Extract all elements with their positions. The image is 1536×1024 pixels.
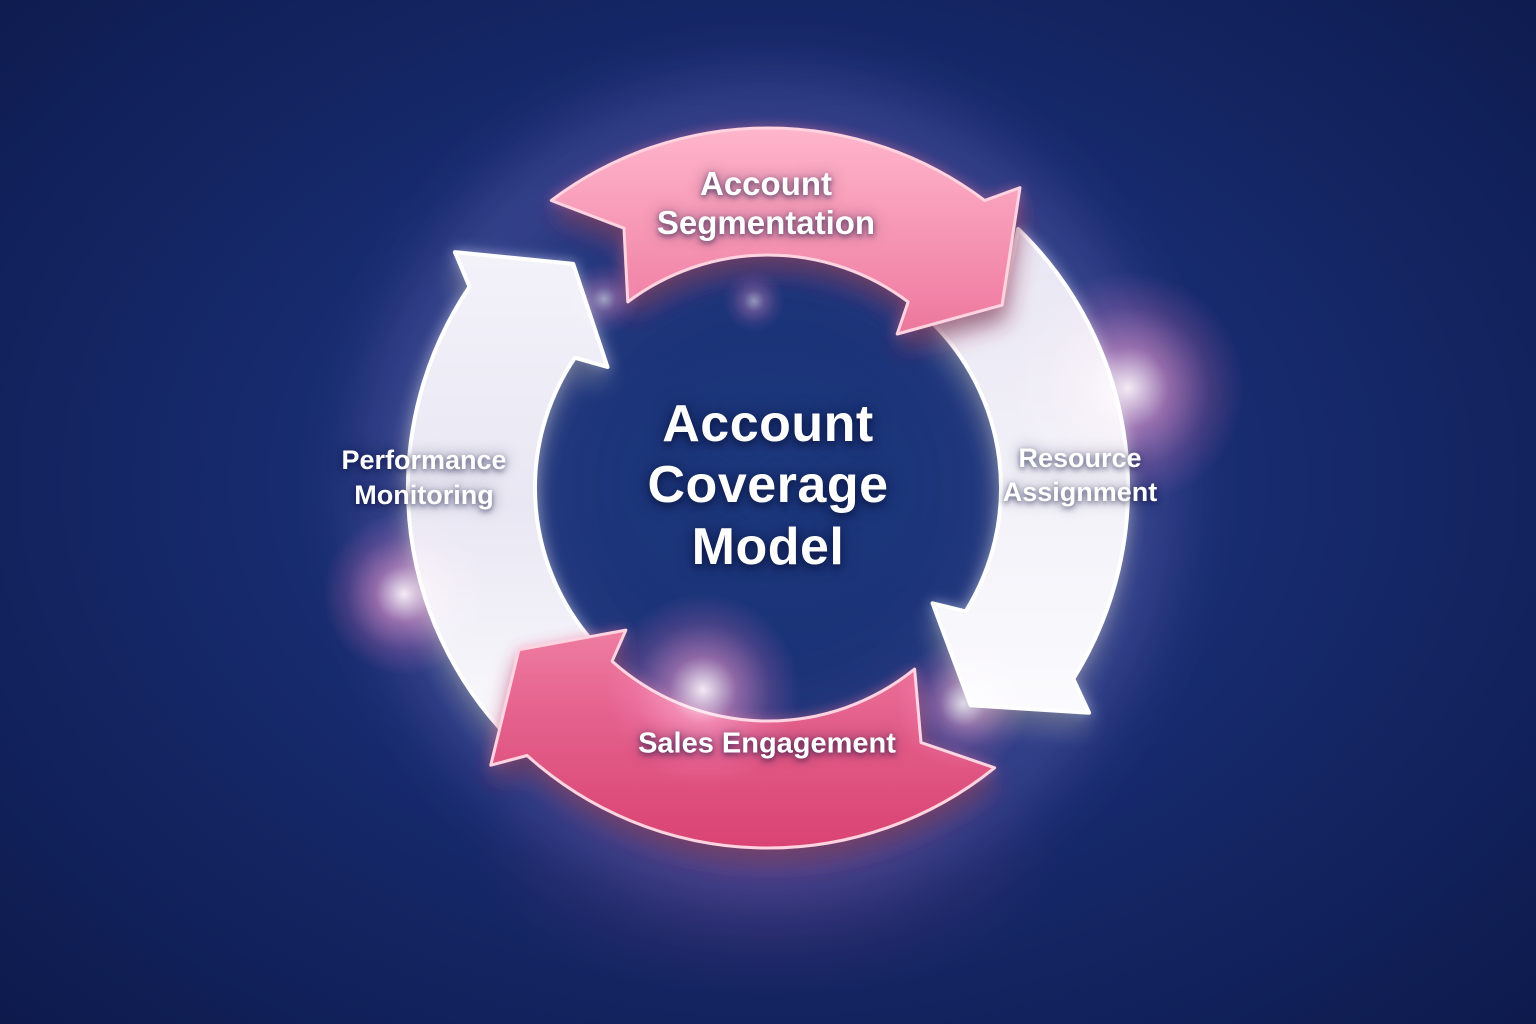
step-label-account-segmentation: Account Segmentation	[656, 165, 876, 241]
step-label-sales-engagement: Sales Engagement	[638, 727, 896, 760]
step-label-resource-assignment: Resource Assignment	[1002, 442, 1158, 507]
arrow-account-segmentation	[549, 126, 1022, 336]
step-label-performance-monitoring: Performance Monitoring	[341, 444, 507, 510]
diagram-title: Account Coverage Model	[647, 394, 889, 576]
